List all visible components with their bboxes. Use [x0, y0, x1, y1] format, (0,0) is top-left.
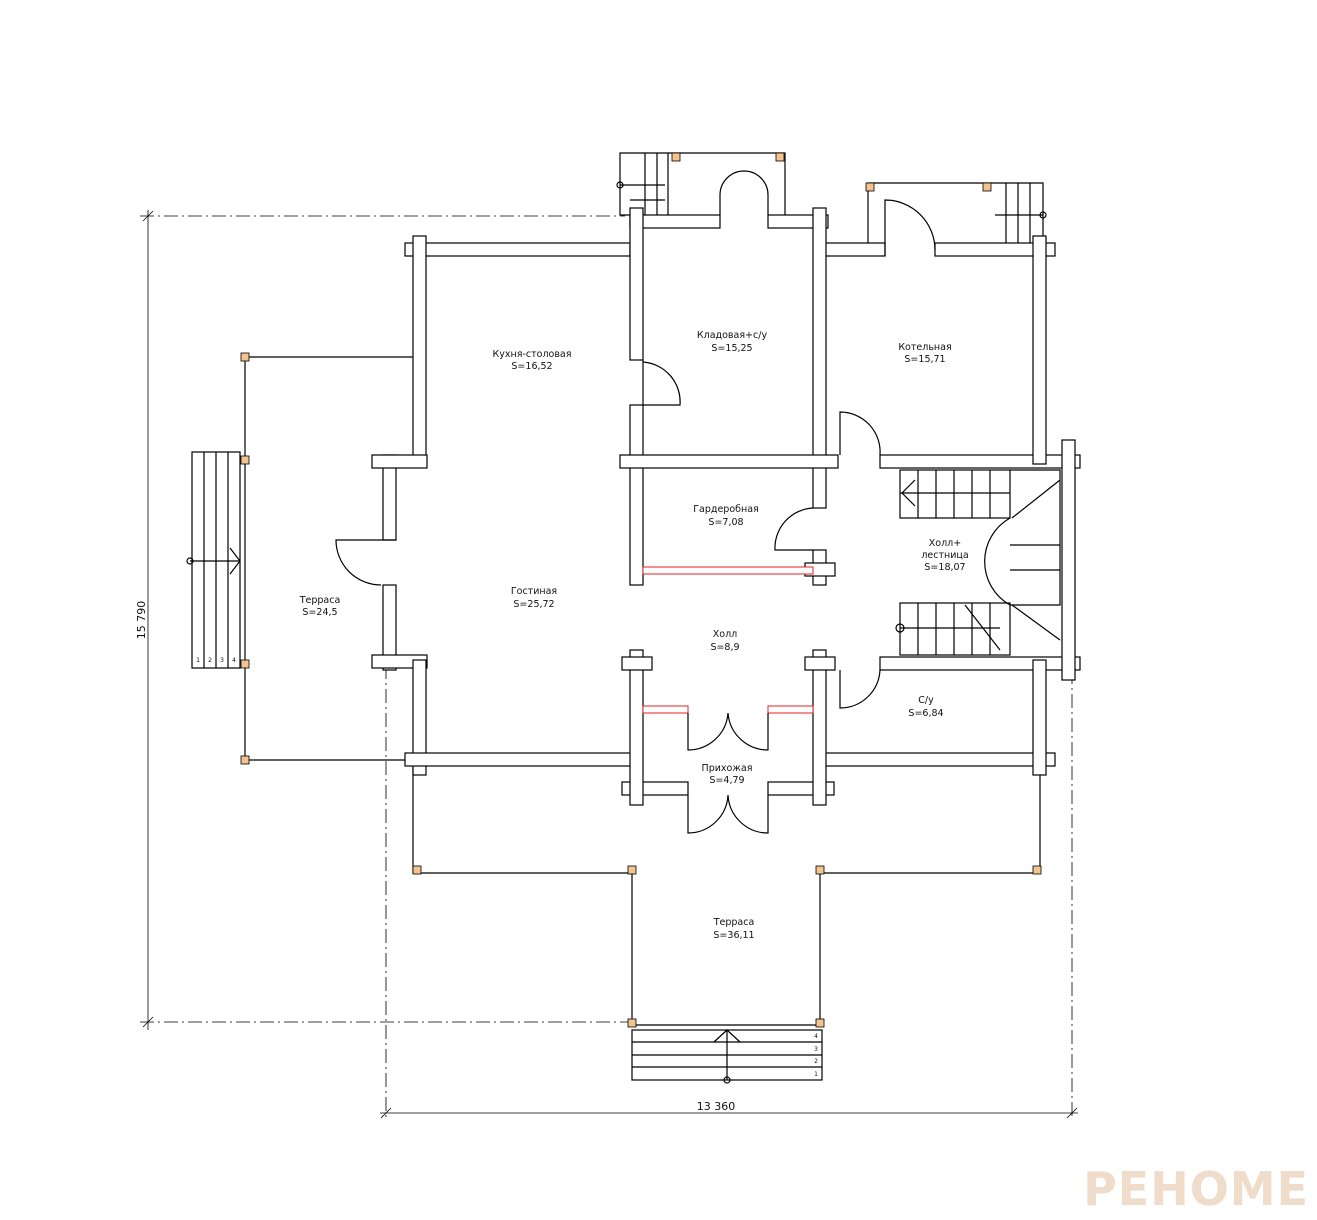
- room-area: S=6,84: [908, 708, 943, 719]
- room-area: S=36,11: [713, 930, 754, 941]
- bottom-terrace: 1 2 3 4: [412, 767, 1042, 1084]
- room-name: Котельная: [898, 342, 951, 353]
- step-number: 1: [196, 657, 200, 664]
- room-name: С/у: [918, 695, 934, 706]
- room-labels: Кухня-столовая S=16,52 Кладовая+с/у S=15…: [299, 330, 969, 941]
- room-name: Холл+: [929, 538, 961, 549]
- staircase: [895, 469, 1061, 656]
- step-number: 2: [814, 1058, 818, 1065]
- room-area: S=8,9: [710, 642, 739, 653]
- room-name: Гостиная: [511, 586, 557, 597]
- axis-lines: [140, 215, 1073, 1120]
- room-name: Гардеробная: [693, 504, 759, 515]
- doors: [335, 170, 936, 834]
- room-name: Терраса: [299, 595, 341, 606]
- left-terrace: 1 2 3 4: [186, 352, 413, 765]
- room-name: Терраса: [713, 917, 755, 928]
- room-area: S=15,71: [904, 354, 945, 365]
- room-area: S=7,08: [708, 517, 743, 528]
- room-name: Кладовая+с/у: [697, 330, 768, 341]
- room-area: S=4,79: [709, 775, 744, 786]
- room-name: Холл: [713, 629, 737, 640]
- dimension-height: 15 790: [135, 210, 154, 1030]
- dimension-height-label: 15 790: [135, 601, 148, 640]
- step-number: 3: [814, 1046, 818, 1053]
- room-area: S=18,07: [924, 562, 965, 573]
- walls: [371, 207, 1081, 806]
- room-area: S=16,52: [511, 361, 552, 372]
- step-number: 1: [814, 1071, 818, 1078]
- dimension-width: 13 360: [380, 1100, 1078, 1119]
- watermark-logo: PEHOME: [1083, 1162, 1309, 1216]
- room-name: лестница: [921, 550, 968, 561]
- room-name: Кухня-столовая: [493, 349, 572, 360]
- step-number: 4: [232, 657, 236, 664]
- room-area: S=24,5: [302, 607, 337, 618]
- step-number: 4: [814, 1033, 818, 1040]
- step-number: 2: [208, 657, 212, 664]
- room-area: S=15,25: [711, 343, 752, 354]
- dimension-width-label: 13 360: [697, 1100, 736, 1113]
- step-number: 3: [220, 657, 224, 664]
- room-name: Прихожая: [702, 763, 753, 774]
- partitions: [642, 566, 814, 714]
- room-area: S=25,72: [513, 599, 554, 610]
- top-porches: [616, 152, 1047, 243]
